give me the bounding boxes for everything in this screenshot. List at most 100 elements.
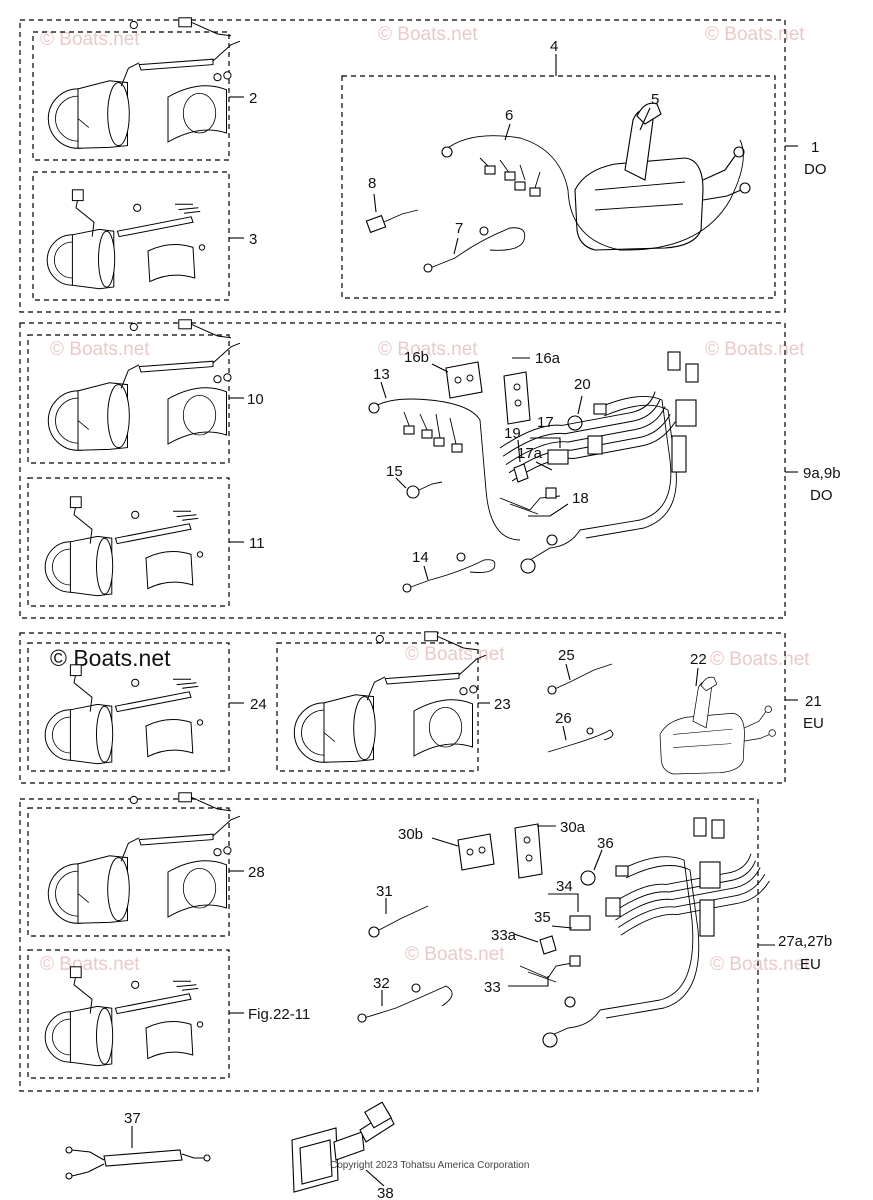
plate-30b [457, 833, 495, 871]
callout-38: 38 [377, 1185, 394, 1200]
wire-37 [103, 1149, 183, 1167]
watermark-prominent: © Boats.net [50, 645, 171, 671]
subassembly-23-frame [276, 642, 479, 772]
watermark: © Boats.net [378, 339, 478, 360]
section-27-eu: 28 Fig.22-11 30b 30a 36 3 [19, 792, 832, 1092]
region-label-1: 1 [811, 139, 819, 156]
region-label-do: DO [804, 161, 827, 178]
watermark: © Boats.net [705, 339, 805, 360]
callout-8: 8 [368, 175, 376, 192]
wire-25 [547, 663, 613, 693]
callout-5: 5 [651, 91, 659, 108]
section-1-frame [19, 19, 786, 313]
callout-36: 36 [597, 835, 614, 852]
harness-13 [371, 398, 521, 541]
callout-16b: 16b [404, 349, 429, 366]
harness-bundle [607, 845, 774, 946]
callout-19: 19 [504, 425, 521, 442]
callout-17a: 17a [517, 445, 543, 462]
section-21-eu: © Boats.net 24 23 25 26 22 21 EU [19, 631, 824, 784]
switch-19 [513, 463, 529, 483]
callout-22: 22 [690, 651, 707, 668]
watermark: © Boats.net [40, 29, 140, 50]
main-harness [444, 135, 744, 251]
callout-7: 7 [455, 220, 463, 237]
region-label-21: 21 [805, 693, 822, 710]
watermark: © Boats.net [705, 24, 805, 45]
region-label-eu: EU [800, 956, 821, 973]
subassembly-28-frame [27, 807, 230, 937]
switch-33 [569, 915, 591, 931]
group-4-frame [341, 75, 776, 299]
trim-gauge [44, 496, 204, 597]
switch-17 [547, 449, 569, 465]
callout-18: 18 [572, 490, 589, 507]
callout-25: 25 [558, 647, 575, 664]
callout-3: 3 [249, 231, 257, 248]
callout-14: 14 [412, 549, 429, 566]
callout-20: 20 [574, 376, 591, 393]
region-label-do: DO [810, 487, 833, 504]
watermark: © Boats.net [40, 954, 140, 975]
callout-35: 33a [491, 927, 517, 944]
callout-fig-22-11: Fig.22-11 [248, 1006, 310, 1023]
callout-4: 4 [550, 38, 558, 55]
subassembly-24-frame [27, 642, 230, 772]
region-label-27a-27b: 27a,27b [778, 933, 832, 950]
trim-gauge [46, 189, 206, 290]
wire-34 [519, 961, 579, 983]
wire-26 [547, 729, 614, 753]
switch-35 [539, 935, 557, 955]
copyright-notice: Copyright 2023 Tohatsu America Corporati… [330, 1160, 529, 1171]
callout-17: 17 [537, 414, 554, 431]
tachometer-gauge [47, 792, 241, 924]
loose-parts: 37 38 Copyright 2023 Tohatsu America Cor… [65, 1101, 529, 1200]
callout-15: 15 [386, 463, 403, 480]
callout-28: 28 [248, 864, 265, 881]
wire-14 [407, 559, 496, 589]
watermark: © Boats.net [405, 644, 505, 665]
callout-23: 23 [494, 696, 511, 713]
watermark: © Boats.net [50, 339, 150, 360]
section-9-frame [19, 322, 786, 619]
callout-33: 34 [556, 878, 573, 895]
callout-33a: 35 [534, 909, 551, 926]
section-9-do: 10 11 13 16b 16a 20 [19, 319, 841, 619]
subassembly-10-frame [27, 334, 230, 464]
section-21-frame [19, 632, 786, 784]
callout-30a: 30a [560, 819, 586, 836]
switch-36 [580, 870, 596, 886]
watermark: © Boats.net [710, 649, 810, 670]
plate-16a [503, 371, 531, 425]
region-label-9a-9b: 9a,9b [803, 465, 841, 482]
wire-18 [499, 495, 561, 515]
callout-37: 37 [124, 1110, 141, 1127]
switch-8 [365, 214, 387, 234]
plate-16b [445, 361, 483, 399]
callout-31: 31 [376, 883, 393, 900]
callout-32: 32 [373, 975, 390, 992]
callout-6: 6 [505, 107, 513, 124]
wire-32 [363, 985, 453, 1019]
remote-control-box [574, 102, 751, 251]
section-27-frame [19, 798, 759, 1092]
trim-gauge [44, 664, 204, 765]
callout-10: 10 [247, 391, 264, 408]
callout-16a: 16a [535, 350, 561, 367]
callout-30b: 30b [398, 826, 423, 843]
callout-11: 11 [249, 535, 265, 552]
region-label-eu: EU [803, 715, 824, 732]
switch-31 [368, 926, 380, 938]
callout-13: 13 [373, 366, 390, 383]
trim-gauge [44, 966, 204, 1067]
watermark: © Boats.net [378, 24, 478, 45]
watermark: © Boats.net [405, 944, 505, 965]
subassembly-fig-frame [27, 949, 230, 1079]
callout-24: 24 [250, 696, 267, 713]
callout-34: 33 [484, 979, 501, 996]
switch-15 [406, 485, 420, 499]
callout-2: 2 [249, 90, 257, 107]
wire-7 [429, 227, 526, 269]
watermark: © Boats.net [710, 954, 810, 975]
